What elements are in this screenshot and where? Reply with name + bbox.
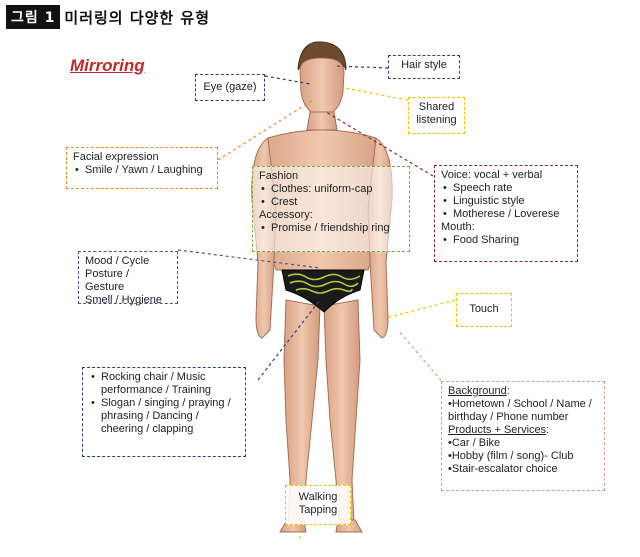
- neck: [307, 112, 337, 130]
- rocking-box: Rocking chair / Music performance / Trai…: [82, 367, 246, 457]
- eye-gaze-label: Eye (gaze): [203, 81, 256, 93]
- mood-line: Posture / Gesture: [85, 268, 171, 294]
- background-line: •Hometown / School / Name / birthday / P…: [448, 398, 598, 424]
- facial-expression-box: Facial expression Smile / Yawn / Laughin…: [66, 147, 218, 189]
- mood-box: Mood / Cycle Posture / Gesture Smell / H…: [78, 251, 178, 304]
- fashion-item: Crest: [271, 196, 403, 209]
- fashion-title: Fashion: [259, 170, 403, 183]
- head: [300, 58, 344, 118]
- products-line: •Stair-escalator choice: [448, 463, 598, 476]
- facial-expression-items: Smile / Yawn / Laughing: [85, 164, 211, 177]
- shared-listening-line-2: listening: [415, 114, 458, 127]
- voice-item: Linguistic style: [453, 195, 571, 208]
- voice-item: Motherese / Loverese: [453, 208, 571, 221]
- products-line: •Hobby (film / song)- Club: [448, 450, 598, 463]
- hair-style-box: Hair style: [388, 55, 460, 79]
- walking-line-2: Tapping: [292, 504, 344, 517]
- touch-label: Touch: [469, 303, 498, 315]
- mouth-item: Food Sharing: [453, 234, 571, 247]
- fashion-item: Clothes: uniform-cap: [271, 183, 403, 196]
- touch-box: Touch: [456, 293, 512, 327]
- products-title-row: Products + Services:: [448, 424, 598, 437]
- voice-title: Voice: vocal + verbal: [441, 169, 571, 182]
- accessory-title: Accessory:: [259, 209, 403, 222]
- eye-gaze-box: Eye (gaze): [195, 74, 265, 101]
- voice-box: Voice: vocal + verbal Speech rate Lingui…: [434, 165, 578, 262]
- hair-style-label: Hair style: [401, 59, 447, 71]
- background-title-row: Background:: [448, 385, 598, 398]
- walking-box: Walking Tapping: [285, 485, 351, 525]
- rocking-item: Rocking chair / Music performance / Trai…: [101, 371, 239, 397]
- accessory-item: Promise / friendship ring: [271, 222, 403, 235]
- rocking-item: Slogan / singing / praying / phrasing / …: [101, 397, 239, 436]
- products-title: Products + Services: [448, 424, 546, 436]
- shared-listening-line-1: Shared: [415, 101, 458, 114]
- background-colon: :: [507, 385, 510, 397]
- mood-line: Smell / Hygiene: [85, 294, 171, 307]
- shared-listening-box: Shared listening: [408, 97, 465, 134]
- fashion-box: Fashion Clothes: uniform-cap Crest Acces…: [252, 166, 410, 252]
- products-line: •Car / Bike: [448, 437, 598, 450]
- mouth-title: Mouth:: [441, 221, 571, 234]
- products-colon: :: [546, 424, 549, 436]
- walking-line-1: Walking: [292, 491, 344, 504]
- facial-expression-title: Facial expression: [73, 151, 211, 164]
- background-box: Background: •Hometown / School / Name / …: [441, 381, 605, 491]
- background-title: Background: [448, 385, 507, 397]
- mood-line: Mood / Cycle: [85, 255, 171, 268]
- voice-item: Speech rate: [453, 182, 571, 195]
